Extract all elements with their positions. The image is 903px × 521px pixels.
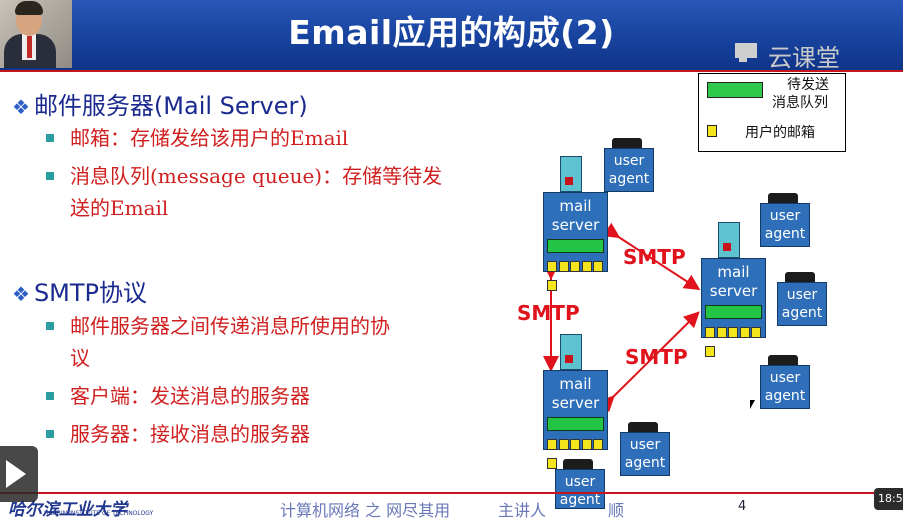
user-agent-label: user agent [605, 152, 653, 188]
footer-lecturer-name: 顺 [608, 501, 625, 520]
legend-mailbox-swatch [707, 125, 717, 137]
bullet-smtp-desc-cont: 议 [70, 346, 90, 370]
mailbox-row [547, 257, 605, 291]
bullet-client: 客户端：发送消息的服务器 [70, 384, 310, 408]
mail-server-right: mail server [701, 258, 766, 357]
user-agent-label-line1: user [613, 153, 645, 169]
mail-server-label-line1: mail [559, 197, 592, 215]
server-tower-icon [560, 156, 582, 192]
user-agent-5: user agent [620, 432, 670, 476]
user-agent-label-line1: user [564, 474, 596, 490]
section-heading-smtp: ❖SMTP协议 [12, 273, 147, 308]
section-heading-mail-server: ❖邮件服务器(Mail Server) [12, 86, 308, 121]
message-queue-bar [705, 305, 762, 319]
section-heading-text: 邮件服务器(Mail Server) [33, 92, 308, 120]
time-badge: 18:5 [874, 488, 903, 510]
arrow-top-right [602, 222, 701, 291]
server-tower-icon [718, 222, 740, 258]
legend-queue-label-line1: 待发送 [787, 77, 829, 93]
mail-server-label-line1: mail [717, 263, 750, 281]
watermark-text: 云课堂 [768, 44, 840, 72]
lecturer-hair [15, 1, 43, 15]
user-agent-1: user agent [604, 148, 654, 192]
user-agent-label-line1: user [786, 287, 818, 303]
arrow-bottom-right [597, 311, 700, 413]
legend-mailbox-label: 用户的邮箱 [745, 125, 815, 141]
user-agent-label-line1: user [769, 370, 801, 386]
user-agent-6: user agent [555, 469, 605, 509]
smtp-label-bottom: SMTP [625, 345, 688, 369]
user-agent-label: user agent [556, 473, 604, 509]
mail-server-label-line2: server [551, 216, 600, 234]
legend-queue-label: 待发送 消息队列 [772, 76, 829, 112]
mail-server-label-line2: server [709, 282, 758, 300]
lecturer-tie [27, 36, 32, 58]
user-agent-label: user agent [778, 286, 826, 322]
square-bullet-icon [46, 430, 54, 438]
bullet-message-queue: 消息队列(message queue)：存储等待发 [70, 164, 443, 188]
server-tower-icon [560, 334, 582, 370]
smtp-label-top: SMTP [623, 245, 686, 269]
yunketang-logo-icon [735, 43, 757, 62]
user-agent-2: user agent [760, 203, 810, 247]
footer-course-title: 计算机网络 之 网尽其用 [280, 501, 451, 520]
message-queue-bar [547, 239, 604, 253]
section-heading-text: SMTP协议 [33, 279, 148, 307]
legend-queue-swatch [707, 82, 763, 98]
bullet-server: 服务器：接收消息的服务器 [70, 422, 310, 446]
user-agent-label-line2: agent [764, 226, 806, 242]
user-agent-label: user agent [761, 207, 809, 243]
slide-title: Email应用的构成(2) [288, 13, 615, 52]
user-agent-4: user agent [760, 365, 810, 409]
slide-title-bar [0, 0, 903, 70]
mail-server-label: mail server [544, 197, 607, 235]
bullet-mailbox: 邮箱：存储发给该用户的Email [70, 126, 349, 150]
diagram-legend: 待发送 消息队列 用户的邮箱 [698, 73, 846, 152]
university-logo-en: HARBIN INSTITUTE OF TECHNOLOGY [44, 510, 154, 517]
user-agent-label-line2: agent [781, 305, 823, 321]
mail-server-label-line2: server [551, 394, 600, 412]
university-logo: 哈尔滨工业大学 [8, 500, 127, 520]
bullet-smtp-desc: 邮件服务器之间传递消息所使用的协 [70, 314, 390, 338]
user-agent-label-line1: user [769, 208, 801, 224]
diamond-bullet-icon: ❖ [12, 95, 30, 119]
footer-lecturer: 主讲人 [498, 501, 547, 520]
square-bullet-icon [46, 392, 54, 400]
mail-server-bottom: mail server [543, 370, 608, 469]
square-bullet-icon [46, 134, 54, 142]
mailbox-row [705, 323, 763, 357]
mail-server-top: mail server [543, 192, 608, 291]
mouse-cursor-icon [750, 400, 755, 409]
mailbox-row [547, 435, 605, 469]
mail-server-label: mail server [544, 375, 607, 413]
square-bullet-icon [46, 322, 54, 330]
page-number: 4 [738, 499, 747, 514]
play-icon [6, 460, 26, 488]
square-bullet-icon [46, 172, 54, 180]
mail-server-label-line1: mail [559, 375, 592, 393]
user-agent-3: user agent [777, 282, 827, 326]
play-button[interactable] [0, 446, 38, 502]
title-divider [0, 70, 903, 72]
user-agent-label-line1: user [629, 437, 661, 453]
footer-divider [0, 492, 903, 494]
bullet-message-queue-cont: 送的Email [70, 196, 169, 220]
message-queue-bar [547, 417, 604, 431]
user-agent-label-line2: agent [764, 388, 806, 404]
user-agent-label-line2: agent [559, 492, 601, 508]
user-agent-label-line2: agent [608, 171, 650, 187]
legend-queue-label-line2: 消息队列 [772, 95, 828, 111]
user-agent-label: user agent [621, 436, 669, 472]
mail-server-label: mail server [702, 263, 765, 301]
title-bar-gradient [0, 0, 903, 70]
diamond-bullet-icon: ❖ [12, 282, 30, 306]
user-agent-label: user agent [761, 369, 809, 405]
user-agent-label-line2: agent [624, 455, 666, 471]
lecturer-video-thumbnail[interactable] [0, 0, 72, 68]
smtp-label-left: SMTP [517, 301, 580, 325]
